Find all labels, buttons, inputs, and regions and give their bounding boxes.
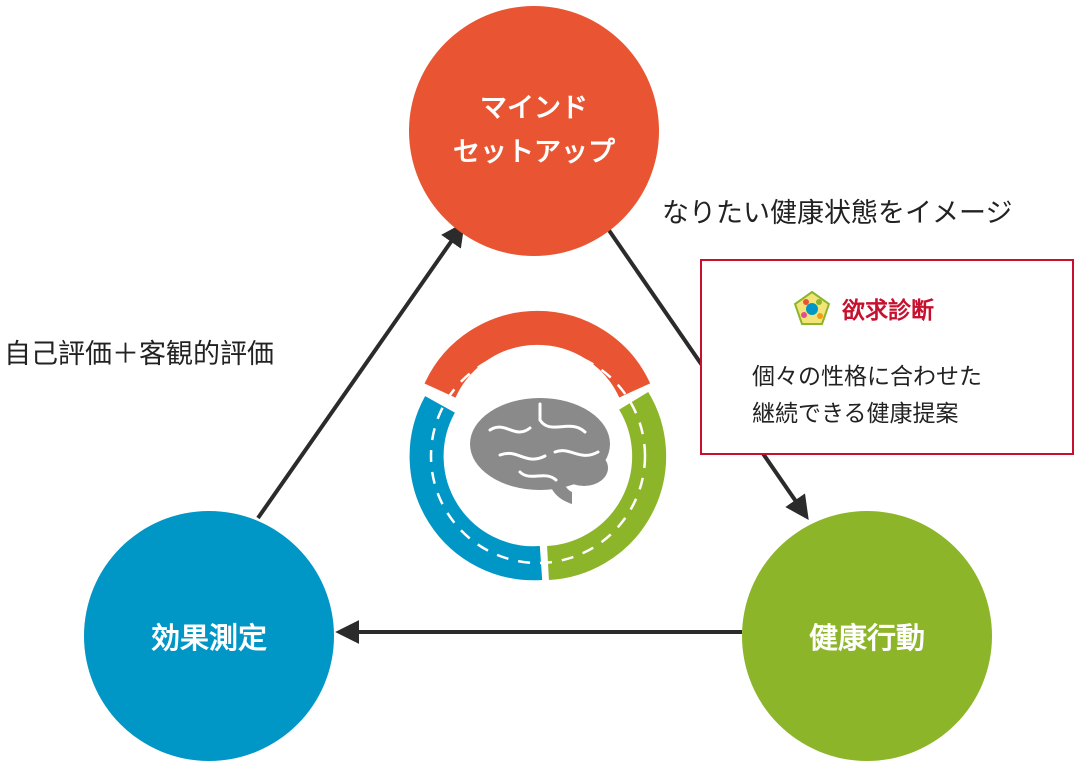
callout-header: 欲求診断 [794,291,934,325]
callout-title: 欲求診断 [842,298,934,324]
node-measure-label: 効果測定 [150,621,267,655]
cycle-segment-green [546,392,667,580]
node-mindset-line2: セットアップ [453,137,615,168]
callout-box: 欲求診断 個々の性格に合わせた 継続できる健康提案 [700,259,1074,455]
arrow-measure-to-mindset [256,222,465,520]
edge-label-measure-to-mindset: 自己評価＋客観的評価 [4,339,274,370]
callout-body-line2: 継続できる健康提案 [752,401,959,427]
callout-body-line1: 個々の性格に合わせた [752,364,982,390]
node-mindset-line1: マインド [480,93,588,124]
pentagon-diagnosis-icon [794,291,830,325]
brain-cycle-icon [409,310,667,581]
node-health-action: 健康行動 [742,511,992,761]
cycle-segment-blue [409,396,543,581]
callout-body: 個々の性格に合わせた 継続できる健康提案 [752,359,982,433]
edge-label-mindset-to-action: なりたい健康状態をイメージ [662,198,1013,229]
cycle-segment-orange [424,310,651,399]
node-mindset-setup: マインド セットアップ [409,6,659,256]
brain-icon [470,398,610,504]
node-effect-measurement: 効果測定 [84,511,334,761]
node-action-label: 健康行動 [808,621,925,655]
